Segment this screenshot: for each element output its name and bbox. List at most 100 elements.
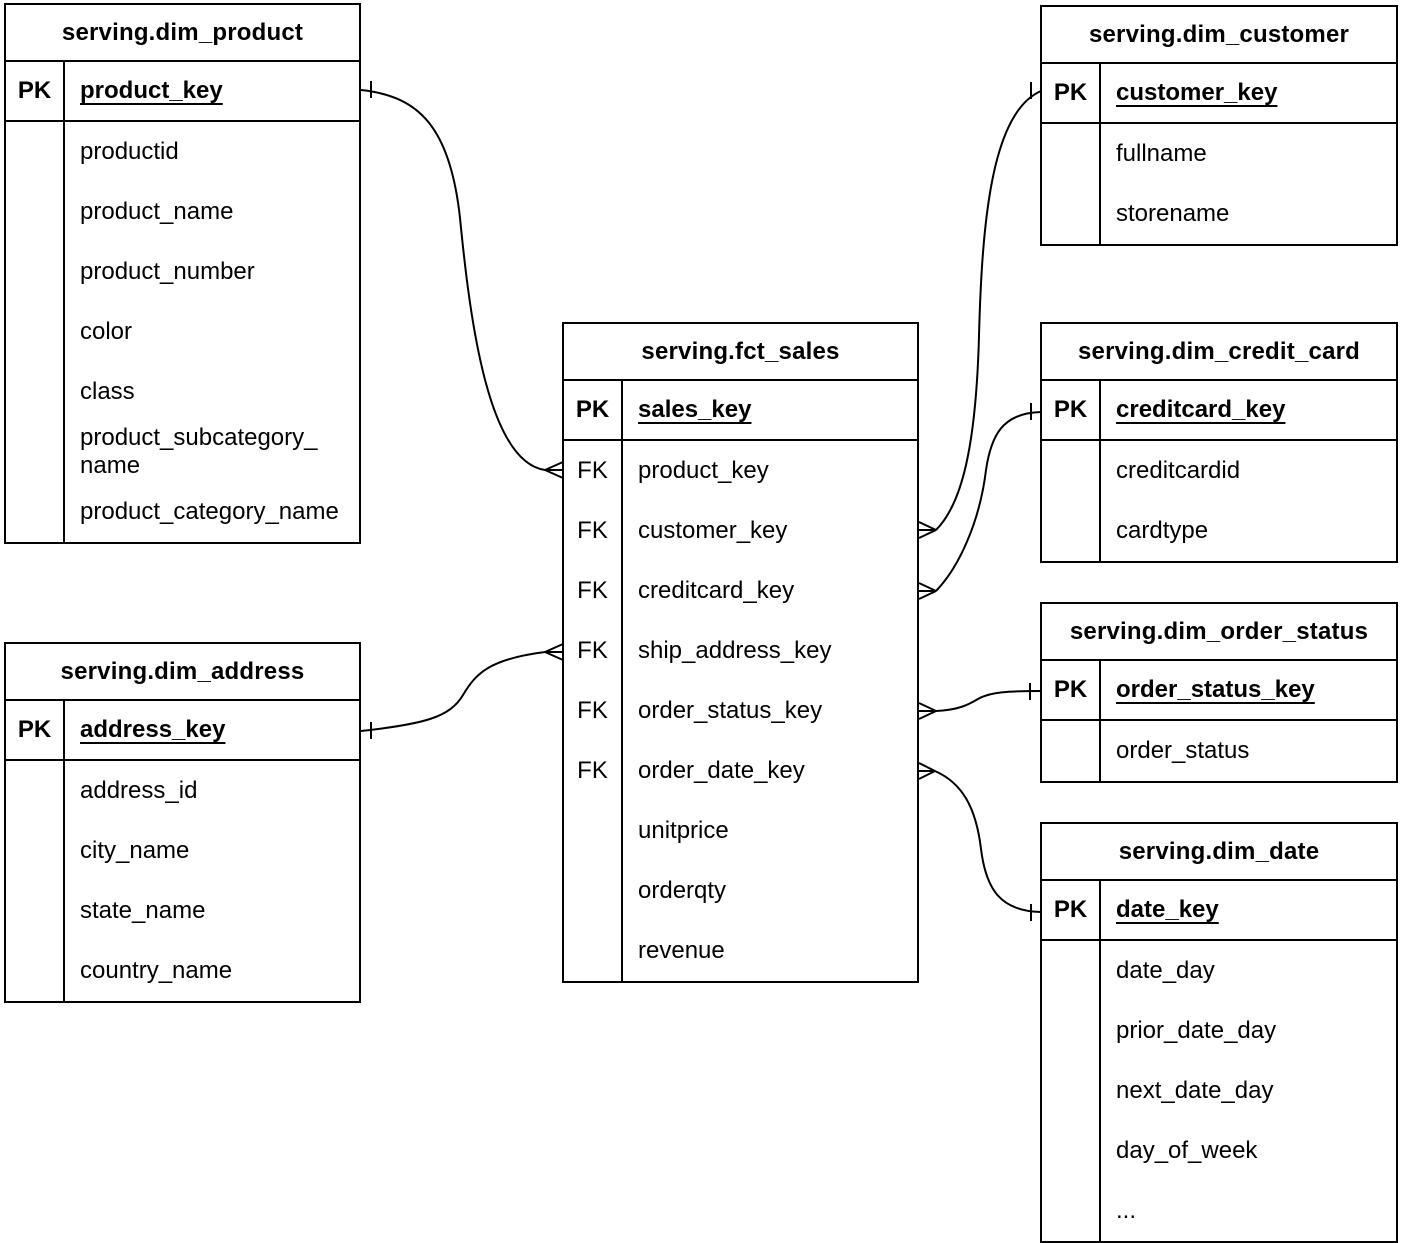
table-row: address_id [6, 761, 359, 821]
table-serving-dim-date: serving.dim_date PK date_key date_day pr… [1040, 822, 1398, 1243]
relationship-address-sales [360, 643, 564, 739]
field-name: city_name [80, 837, 190, 864]
table-row: FK creditcard_key [564, 561, 917, 621]
field-name: state_name [80, 897, 206, 924]
field-name: day_of_week [1116, 1137, 1258, 1164]
pk-field-name: date_key [1116, 896, 1219, 923]
field-name: prior_date_day [1116, 1017, 1277, 1044]
field-name: color [80, 318, 133, 345]
key-cell [1042, 721, 1101, 781]
table-row: cardtype [1042, 501, 1396, 561]
table-row: next_date_day [1042, 1061, 1396, 1121]
table-row: country_name [6, 941, 359, 1001]
field-name: cardtype [1116, 517, 1209, 544]
table-row-pk: PK product_key [6, 62, 359, 122]
table-title: serving.dim_credit_card [1042, 324, 1396, 381]
pk-field-name: customer_key [1116, 79, 1278, 106]
table-row-pk: PK address_key [6, 701, 359, 761]
pk-field-name: product_key [80, 77, 223, 104]
field-name: order_status_key [638, 697, 823, 724]
pk-badge: PK [564, 381, 623, 439]
pk-badge: PK [6, 62, 65, 120]
relationship-orderstatus-sales [918, 683, 1042, 720]
table-serving-dim-product: serving.dim_product PK product_key produ… [4, 3, 361, 544]
pk-badge: PK [1042, 661, 1101, 719]
field-name: ship_address_key [638, 637, 832, 664]
table-serving-dim-address: serving.dim_address PK address_key addre… [4, 642, 361, 1003]
key-cell [6, 482, 65, 542]
fk-badge: FK [564, 561, 623, 621]
crows-foot-icon [918, 521, 937, 539]
table-row: date_day [1042, 941, 1396, 1001]
field-name: address_id [80, 777, 198, 804]
key-cell [1042, 1001, 1101, 1061]
table-row: FK customer_key [564, 501, 917, 561]
relationship-date-sales [918, 762, 1042, 921]
key-cell [564, 921, 623, 981]
table-title: serving.dim_address [6, 644, 359, 701]
table-row-pk: PK creditcard_key [1042, 381, 1396, 441]
pk-field-name: sales_key [638, 396, 752, 423]
key-cell [1042, 1061, 1101, 1121]
key-cell [6, 362, 65, 422]
key-cell [1042, 1121, 1101, 1181]
key-cell [1042, 941, 1101, 1001]
table-row: color [6, 302, 359, 362]
field-name: storename [1116, 200, 1230, 227]
field-name: fullname [1116, 140, 1207, 167]
table-row: day_of_week [1042, 1121, 1396, 1181]
pk-badge: PK [1042, 64, 1101, 122]
field-name: date_day [1116, 957, 1215, 984]
field-name: customer_key [638, 517, 788, 544]
field-name: productid [80, 138, 179, 165]
table-row: city_name [6, 821, 359, 881]
field-name: country_name [80, 957, 233, 984]
key-cell [6, 302, 65, 362]
key-cell [6, 881, 65, 941]
field-name: product_number [80, 258, 255, 285]
table-serving-dim-customer: serving.dim_customer PK customer_key ful… [1040, 5, 1398, 246]
connector-line [935, 411, 1042, 592]
table-row: FK product_key [564, 441, 917, 501]
table-row: FK order_date_key [564, 741, 917, 801]
table-row-pk: PK date_key [1042, 881, 1396, 941]
fk-badge: FK [564, 621, 623, 681]
table-row: product_subcategory_ name [6, 422, 359, 482]
table-title: serving.fct_sales [564, 324, 917, 381]
connector-line [360, 89, 546, 471]
fk-badge: FK [564, 441, 623, 501]
relationship-product-sales [360, 81, 564, 479]
table-row: FK ship_address_key [564, 621, 917, 681]
field-name: creditcardid [1116, 457, 1241, 484]
table-row: ... [1042, 1181, 1396, 1241]
key-cell [1042, 124, 1101, 184]
key-cell [1042, 1181, 1101, 1241]
crows-foot-icon [918, 582, 937, 600]
field-name: revenue [638, 937, 725, 964]
pk-badge: PK [1042, 881, 1101, 939]
crows-foot-icon [544, 643, 564, 661]
fk-badge: FK [564, 681, 623, 741]
table-row: orderqty [564, 861, 917, 921]
table-row: unitprice [564, 801, 917, 861]
table-title: serving.dim_customer [1042, 7, 1396, 64]
table-row-pk: PK customer_key [1042, 64, 1396, 124]
key-cell [6, 242, 65, 302]
relationship-customer-sales [918, 82, 1042, 539]
field-name: product_name [80, 198, 234, 225]
field-name: product_key [638, 457, 769, 484]
fk-badge: FK [564, 501, 623, 561]
connector-line [935, 90, 1042, 531]
pk-field-name: address_key [80, 716, 226, 743]
crows-foot-icon [918, 762, 936, 780]
table-row: prior_date_day [1042, 1001, 1396, 1061]
table-title: serving.dim_date [1042, 824, 1396, 881]
table-row: state_name [6, 881, 359, 941]
field-name: unitprice [638, 817, 729, 844]
field-name: class [80, 378, 135, 405]
field-name: next_date_day [1116, 1077, 1274, 1104]
crows-foot-icon [918, 702, 937, 720]
field-name: product_category_name [80, 498, 339, 525]
